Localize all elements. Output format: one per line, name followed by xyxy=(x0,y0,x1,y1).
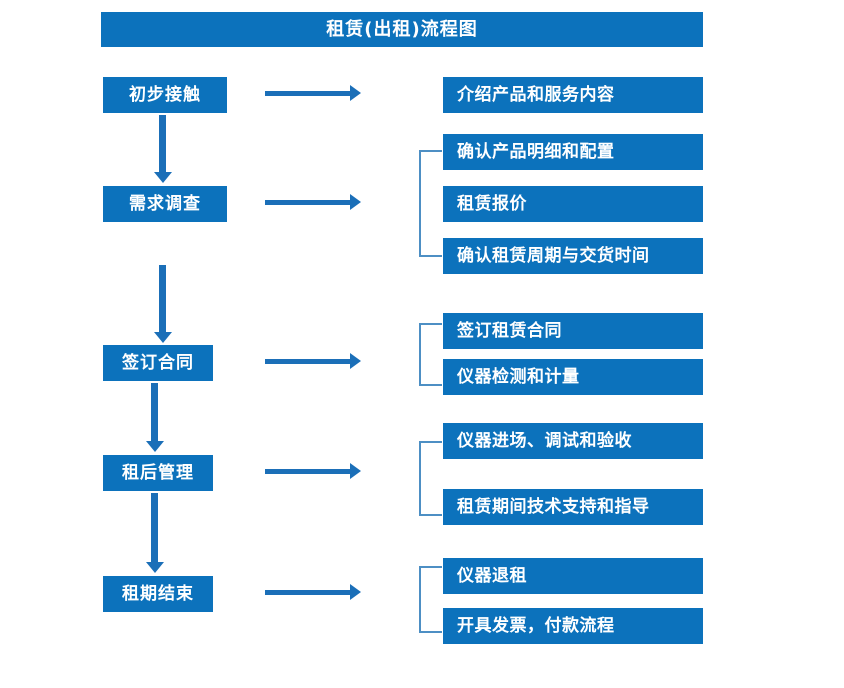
stage-box-4[interactable]: 租后管理 xyxy=(103,455,213,491)
arrow-head xyxy=(146,441,164,452)
stage-arrow-4 xyxy=(265,463,361,479)
arrow-head xyxy=(350,85,361,101)
detail-box-2-3[interactable]: 确认租赁周期与交货时间 xyxy=(443,238,703,274)
stage-arrow-3 xyxy=(265,353,361,369)
group-bracket-2 xyxy=(419,150,442,257)
arrow-head xyxy=(154,332,172,343)
stage-connector-4-5 xyxy=(146,493,164,573)
detail-box-3-2[interactable]: 仪器检测和计量 xyxy=(443,359,703,395)
arrow-shaft xyxy=(159,115,166,172)
arrow-head xyxy=(350,353,361,369)
stage-connector-1-2 xyxy=(154,115,172,183)
detail-box-2-2[interactable]: 租赁报价 xyxy=(443,186,703,222)
detail-box-5-1[interactable]: 仪器退租 xyxy=(443,558,703,594)
stage-connector-3-4 xyxy=(146,383,164,452)
stage-box-3[interactable]: 签订合同 xyxy=(103,345,213,381)
page-title: 租赁(出租)流程图 xyxy=(101,12,703,47)
detail-box-5-2[interactable]: 开具发票，付款流程 xyxy=(443,608,703,644)
stage-arrow-5 xyxy=(265,584,361,600)
stage-box-1[interactable]: 初步接触 xyxy=(103,77,227,113)
group-bracket-5 xyxy=(419,566,442,633)
arrow-shaft xyxy=(159,265,166,332)
stage-box-5[interactable]: 租期结束 xyxy=(103,576,213,612)
stage-connector-2-3 xyxy=(154,265,172,343)
group-bracket-3 xyxy=(419,323,442,386)
detail-box-4-1[interactable]: 仪器进场、调试和验收 xyxy=(443,423,703,459)
arrow-shaft xyxy=(265,469,350,474)
stage-box-2[interactable]: 需求调查 xyxy=(103,186,227,222)
detail-box-4-2[interactable]: 租赁期间技术支持和指导 xyxy=(443,489,703,525)
detail-box-3-1[interactable]: 签订租赁合同 xyxy=(443,313,703,349)
arrow-head xyxy=(350,194,361,210)
arrow-shaft xyxy=(265,200,350,205)
detail-box-1-1[interactable]: 介绍产品和服务内容 xyxy=(443,77,703,113)
arrow-head xyxy=(350,584,361,600)
detail-box-2-1[interactable]: 确认产品明细和配置 xyxy=(443,134,703,170)
stage-arrow-2 xyxy=(265,194,361,210)
arrow-shaft xyxy=(151,383,158,441)
arrow-head xyxy=(350,463,361,479)
arrow-shaft xyxy=(151,493,158,562)
arrow-head xyxy=(146,562,164,573)
group-bracket-4 xyxy=(419,441,442,516)
arrow-shaft xyxy=(265,359,350,364)
arrow-shaft xyxy=(265,590,350,595)
arrow-shaft xyxy=(265,91,350,96)
stage-arrow-1 xyxy=(265,85,361,101)
arrow-head xyxy=(154,172,172,183)
